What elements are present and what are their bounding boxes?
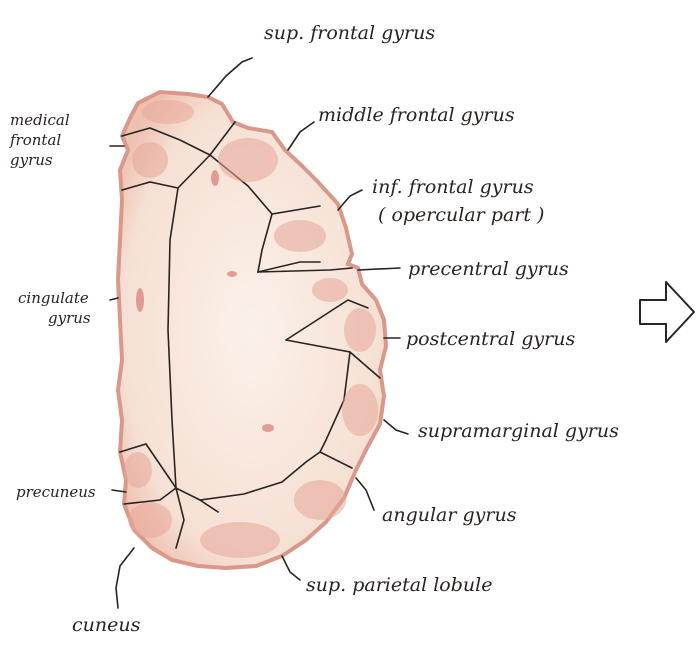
right-arrow-icon (640, 282, 694, 342)
label-cuneus: cuneus (72, 614, 140, 636)
label-cingulate-line1: cingulate (18, 288, 91, 308)
label-cingulate-line2: gyrus (18, 308, 91, 328)
label-precentral-gyrus: precentral gyrus (408, 258, 569, 280)
label-sup-parietal-lobule: sup. parietal lobule (306, 574, 492, 596)
label-supramarginal-gyrus: supramarginal gyrus (418, 420, 619, 442)
label-inf-frontal-gyrus: inf. frontal gyrus (372, 176, 534, 198)
label-medial-frontal-line1: medical (10, 110, 70, 130)
label-cingulate-gyrus: cingulate gyrus (18, 288, 91, 328)
label-medial-frontal-line2: frontal (10, 130, 70, 150)
label-postcentral-gyrus: postcentral gyrus (406, 328, 575, 350)
label-sup-frontal-gyrus: sup. frontal gyrus (264, 22, 435, 44)
label-middle-frontal-gyrus: middle frontal gyrus (318, 104, 515, 126)
label-medial-frontal-gyrus: medical frontal gyrus (10, 110, 70, 170)
label-opercular-part: ( opercular part ) (378, 204, 544, 226)
label-precuneus: precuneus (16, 482, 96, 502)
label-medial-frontal-line3: gyrus (10, 150, 70, 170)
label-angular-gyrus: angular gyrus (382, 504, 516, 526)
